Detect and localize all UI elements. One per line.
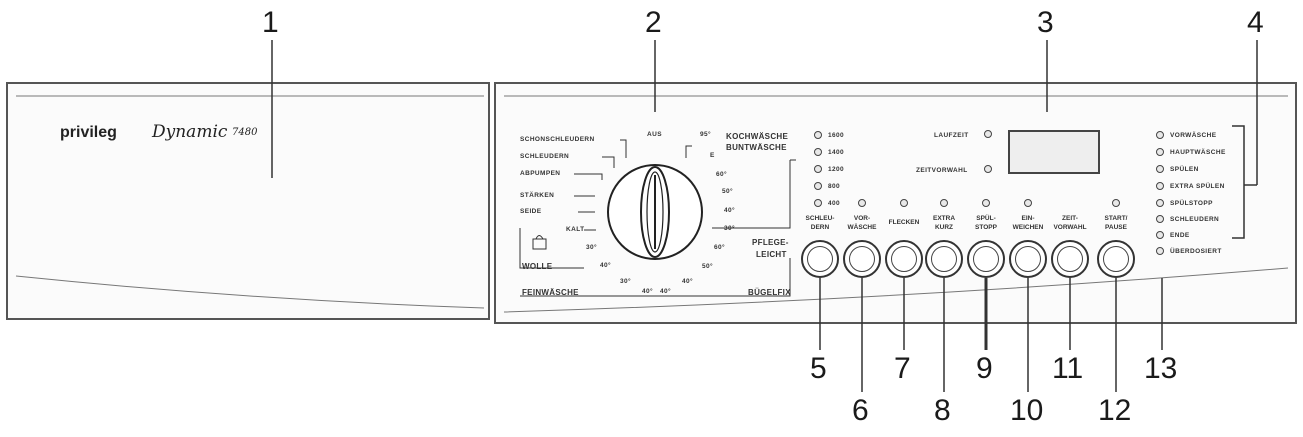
callout-13: 13 [1144, 352, 1178, 385]
button-label: EIN-WEICHEN [1012, 215, 1044, 231]
speed-label: 1400 [828, 149, 845, 156]
temp-label: 50° [722, 188, 734, 195]
status-led [1156, 131, 1164, 139]
status-label: SCHLEUDERN [1170, 216, 1220, 223]
button-led [982, 199, 990, 207]
temp-label: 30° [724, 225, 736, 232]
status-led [1156, 247, 1164, 255]
button-led [1024, 199, 1032, 207]
buegelfix-label: BÜGELFIX [748, 288, 791, 297]
temp-label: 30° [586, 244, 598, 251]
dial-left-label: ABPUMPEN [520, 170, 561, 177]
button-label: SCHLEU-DERN [805, 215, 835, 231]
speed-label: 1600 [828, 132, 845, 139]
button-label: FLECKEN [888, 219, 920, 226]
schleudern-button[interactable] [801, 240, 839, 278]
status-label: SPÜLEN [1170, 166, 1199, 173]
brand-name: privileg [60, 124, 117, 141]
callout-12: 12 [1098, 394, 1132, 427]
status-led [1156, 182, 1164, 190]
temp-label: 40° [682, 278, 694, 285]
button-label: SPÜL-STOPP [975, 215, 997, 231]
callout-9: 9 [976, 352, 993, 385]
temp-label: 60° [714, 244, 726, 251]
temp-label: 40° [600, 262, 612, 269]
temp-label: E [710, 152, 715, 159]
laufzeit-led [984, 130, 992, 138]
dial-left-label: SEIDE [520, 208, 542, 215]
button-label: VOR-WÄSCHE [847, 215, 877, 231]
laufzeit-label: LAUFZEIT [934, 132, 969, 139]
temp-label: 95° [700, 131, 712, 138]
status-label: VORWÄSCHE [1170, 132, 1217, 139]
speed-led [814, 148, 822, 156]
time-display [1008, 130, 1100, 174]
speed-led [814, 182, 822, 190]
callout-2: 2 [645, 6, 662, 39]
button-label: START/PAUSE [1104, 215, 1128, 231]
zeitvorwahl-label: ZEITVORWAHL [916, 167, 968, 174]
temp-label: 40° [660, 288, 672, 295]
status-label: EXTRA SPÜLEN [1170, 183, 1225, 190]
brand-model: Dynamic [152, 122, 228, 142]
temp-label: 40° [724, 207, 736, 214]
speed-led [814, 165, 822, 173]
pflegeleicht-label: LEICHT [756, 250, 787, 259]
callout-6: 6 [852, 394, 869, 427]
flecken-button[interactable] [885, 240, 923, 278]
callout-3: 3 [1037, 6, 1054, 39]
callout-4: 4 [1247, 6, 1264, 39]
speed-led [814, 131, 822, 139]
einweichen-button[interactable] [1009, 240, 1047, 278]
callout-7: 7 [894, 352, 911, 385]
callout-5: 5 [810, 352, 827, 385]
temp-label: 40° [642, 288, 654, 295]
dial-right-header: BUNTWÄSCHE [726, 143, 787, 152]
callout-10: 10 [1010, 394, 1044, 427]
start-pause-button[interactable] [1097, 240, 1135, 278]
temp-label: 30° [620, 278, 632, 285]
callout-1: 1 [262, 6, 279, 39]
status-led [1156, 148, 1164, 156]
button-led [858, 199, 866, 207]
left-panel [6, 82, 490, 320]
status-led [1156, 165, 1164, 173]
dial-top-label: AUS [647, 131, 662, 138]
status-led [1156, 215, 1164, 223]
status-label: HAUPTWÄSCHE [1170, 149, 1226, 156]
button-label: ZEIT-VORWAHL [1053, 215, 1087, 231]
wolle-label: WOLLE [522, 262, 553, 271]
speed-label: 800 [828, 183, 841, 190]
pflegeleicht-label: PFLEGE- [752, 238, 789, 247]
extra-kurz-button[interactable] [925, 240, 963, 278]
temp-label: 50° [702, 263, 714, 270]
speed-label: 1200 [828, 166, 845, 173]
status-label: SPÜLSTOPP [1170, 200, 1213, 207]
vorwaesche-button[interactable] [843, 240, 881, 278]
callout-11: 11 [1052, 352, 1084, 385]
dial-left-label: SCHONSCHLEUDERN [520, 136, 595, 143]
status-led [1156, 199, 1164, 207]
zeitvorwahl-button[interactable] [1051, 240, 1089, 278]
button-led [940, 199, 948, 207]
brand-number: 7480 [232, 127, 258, 138]
temp-label: 60° [716, 171, 728, 178]
spuelstopp-button[interactable] [967, 240, 1005, 278]
status-led [1156, 231, 1164, 239]
button-led [1112, 199, 1120, 207]
dial-right-header: KOCHWÄSCHE [726, 132, 789, 141]
feinwaesche-label: FEINWÄSCHE [522, 288, 579, 297]
status-label: ÜBERDOSIERT [1170, 248, 1222, 255]
speed-label: 400 [828, 200, 841, 207]
callout-8: 8 [934, 394, 951, 427]
button-led [900, 199, 908, 207]
dial-left-label: STÄRKEN [520, 192, 555, 199]
status-label: ENDE [1170, 232, 1190, 239]
speed-led [814, 199, 822, 207]
zeitvorwahl-led [984, 165, 992, 173]
dial-left-label: KALT [566, 226, 585, 233]
dial-left-label: SCHLEUDERN [520, 153, 570, 160]
